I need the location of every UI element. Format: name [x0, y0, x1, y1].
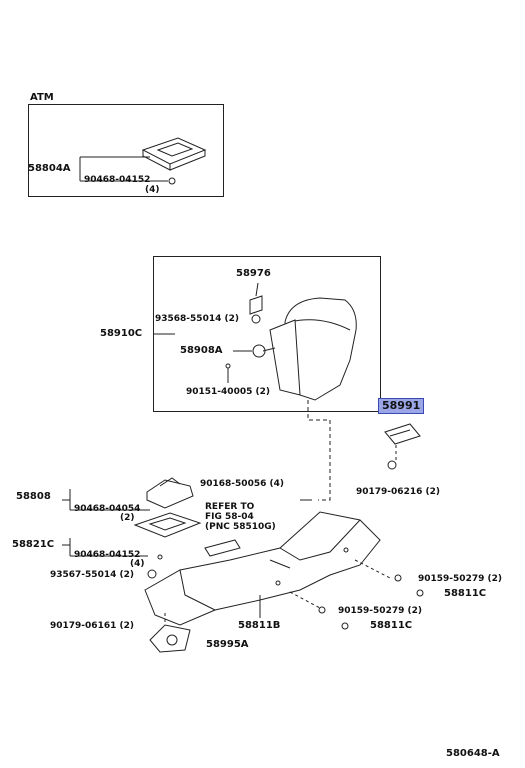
- console-body-drawing: [144, 499, 424, 630]
- atm-shift-plate-drawing: [79, 137, 207, 185]
- part-58811B[interactable]: 58811B: [238, 620, 281, 631]
- part-90468-04152[interactable]: 90468-04152: [84, 175, 151, 185]
- part-58995A[interactable]: 58995A: [206, 639, 249, 650]
- console-box-frame: [153, 256, 381, 412]
- refer-line-1: REFER TO: [205, 502, 255, 512]
- atm-title: ATM: [30, 92, 54, 103]
- part-58991-highlighted[interactable]: 58991: [378, 398, 425, 414]
- refer-line-2: FIG 58-04: [205, 512, 254, 522]
- part-90179-06161[interactable]: 90179-06161 (2): [50, 621, 134, 631]
- part-90468-04152-b[interactable]: 90468-04152: [74, 550, 141, 560]
- shift-plate-drawing: [62, 512, 202, 579]
- part-90168-50056[interactable]: 90168-50056 (4): [200, 479, 284, 489]
- bracket-58991-drawing: [384, 423, 421, 470]
- qty-4-b: (4): [130, 559, 145, 569]
- part-90159-50279-b[interactable]: 90159-50279 (2): [338, 606, 422, 616]
- part-58804A[interactable]: 58804A: [28, 163, 71, 174]
- part-90151-40005[interactable]: 90151-40005 (2): [186, 387, 270, 397]
- part-90468-04054[interactable]: 90468-04054: [74, 504, 141, 514]
- qty-2-a: (2): [120, 513, 135, 523]
- part-58976[interactable]: 58976: [236, 268, 271, 279]
- cup-holder-drawing: [149, 610, 191, 653]
- diagram-id: 580648-A: [446, 748, 500, 759]
- atm-inset-frame: [28, 104, 224, 197]
- refer-line-3[interactable]: (PNC 58510G): [205, 522, 276, 532]
- part-90159-50279-a[interactable]: 90159-50279 (2): [418, 574, 502, 584]
- console-box-drawing: [153, 282, 357, 401]
- part-58811C-a[interactable]: 58811C: [444, 588, 487, 599]
- qty-4-inset: (4): [145, 185, 160, 195]
- part-58808[interactable]: 58808: [16, 491, 51, 502]
- shift-boot-drawing: [62, 477, 194, 511]
- part-58910C[interactable]: 58910C: [100, 328, 143, 339]
- part-93567-55014[interactable]: 93567-55014 (2): [50, 570, 134, 580]
- part-58821C[interactable]: 58821C: [12, 539, 55, 550]
- part-90179-06216[interactable]: 90179-06216 (2): [356, 487, 440, 497]
- part-58908A[interactable]: 58908A: [180, 345, 223, 356]
- part-93568-55014[interactable]: 93568-55014 (2): [155, 314, 239, 324]
- part-58811C-b[interactable]: 58811C: [370, 620, 413, 631]
